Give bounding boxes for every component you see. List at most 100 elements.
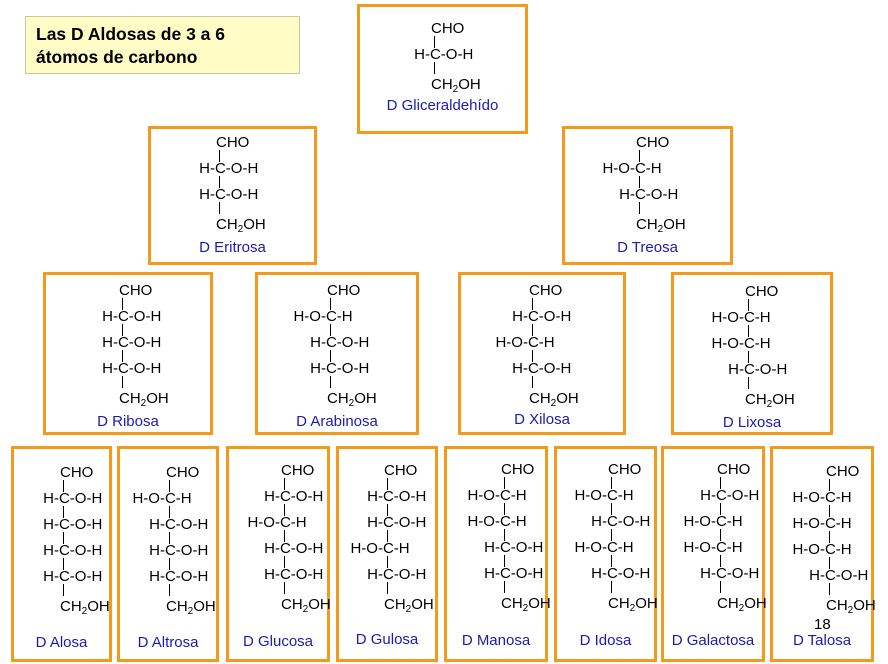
bond-line [122,324,123,336]
title-box: Las D Aldosas de 3 a 6 átomos de carbono [25,16,300,74]
carbon-row: H-C-O-H [102,334,162,351]
title-line-1: Las D Aldosas de 3 a 6 [36,24,226,44]
structural-formula: CHO H-O-C-H H-O-C-H H-C-O-H H-C-O-H CH2OH [447,449,550,659]
hydroxymethyl-group: CH2OH [501,595,551,614]
sugar-name: D Arabinosa [296,413,378,430]
bond-line [169,532,170,544]
bond-line [63,480,64,492]
bond-line [122,350,123,362]
carbon-row: H-C-O-H [414,46,474,63]
bond-line [387,478,388,490]
bond-line [720,503,721,515]
bond-line [611,529,612,541]
bond-line [639,150,640,162]
carbon-row: H-C-O-H [199,186,259,203]
hydroxymethyl-group: CH2OH [166,598,216,617]
carbon-row: H-C-O-H [484,565,544,582]
bond-line [611,555,612,567]
page-number: 18 [814,616,831,633]
bond-line [504,555,505,567]
bond-line [748,299,749,311]
carbon-row: H-C-O-H [149,516,209,533]
aldehyde-group: CHO [119,282,153,299]
carbon-row: H-C-O-H [102,360,162,377]
carbon-row: H-C-O-H [484,539,544,556]
bond-line [284,582,285,594]
aldehyde-group: CHO [745,283,779,300]
bond-line [219,202,220,214]
title-line-2: átomos de carbono [36,47,198,67]
hydroxymethyl-group: CH2OH [717,595,767,614]
hydroxymethyl-group: CH2OH [60,598,110,617]
carbon-row: H-C-O-H [728,361,788,378]
sugar-name: D Idosa [579,632,632,649]
bond-line [748,325,749,337]
bond-line [532,350,533,362]
carbon-row: H-C-O-H [43,516,103,533]
carbon-row: H-O-C-H [792,515,852,532]
carbon-row: H-C-O-H [264,566,324,583]
hydroxymethyl-group: CH2OH [826,597,876,616]
bond-line [829,583,830,595]
carbon-row: H-C-O-H [367,488,427,505]
carbon-row: H-O-C-H [792,541,852,558]
bond-line [169,480,170,492]
bond-line [639,202,640,214]
sugar-name: D Galactosa [671,632,755,649]
sugar-name: D Ribosa [97,413,159,430]
bond-line [330,376,331,388]
bond-line [504,503,505,515]
carbon-row: H-O-C-H [711,309,771,326]
hydroxymethyl-group: CH2OH [529,390,579,409]
carbon-row: H-C-O-H [43,542,103,559]
bond-line [219,150,220,162]
bond-line [829,505,830,517]
carbon-row: H-C-O-H [591,565,651,582]
sugar-name: D Eritrosa [199,239,266,256]
bond-line [611,477,612,489]
bond-line [434,62,435,74]
carbon-row: H-C-O-H [700,565,760,582]
aldehyde-group: CHO [501,461,535,478]
bond-line [387,556,388,568]
hydroxymethyl-group: CH2OH [608,595,658,614]
bond-line [720,529,721,541]
carbon-row: H-C-O-H [512,360,572,377]
carbon-row: H-C-O-H [310,360,370,377]
bond-line [169,506,170,518]
aldehyde-group: CHO [717,461,751,478]
bond-line [434,36,435,48]
bond-line [284,556,285,568]
bond-line [63,506,64,518]
aldehyde-group: CHO [384,462,418,479]
sugar-name: D Treosa [617,239,678,256]
carbon-row: H-C-O-H [149,542,209,559]
carbon-row: H-C-O-H [43,490,103,507]
bond-line [330,298,331,310]
carbon-row: H-O-C-H [467,513,527,530]
bond-line [532,324,533,336]
bond-line [504,529,505,541]
bond-line [122,376,123,388]
bond-line [720,555,721,567]
carbon-row: H-O-C-H [467,487,527,504]
carbon-row: H-C-O-H [512,308,572,325]
bond-line [63,532,64,544]
sugar-name: D Gulosa [355,631,419,648]
sugar-name: D Talosa [792,632,852,649]
